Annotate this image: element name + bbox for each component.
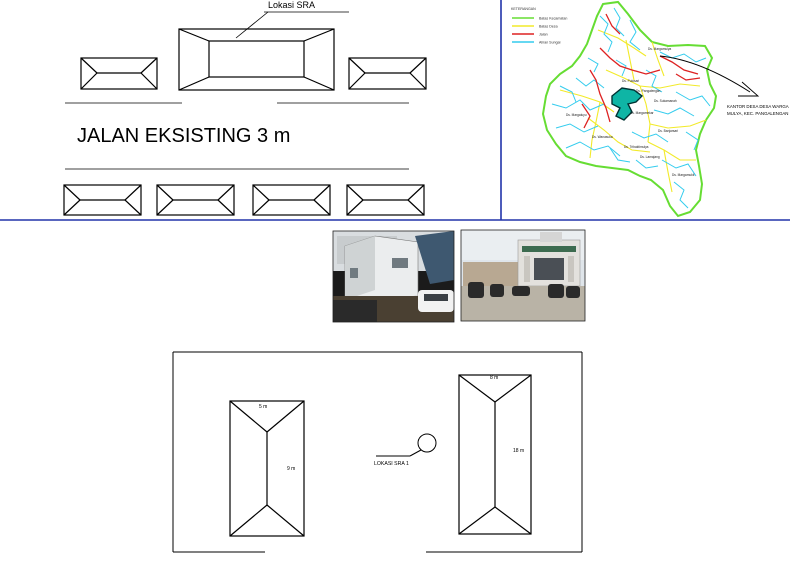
- legend-item-label: Aliran Sungai: [539, 41, 561, 45]
- village-label: Ds. Banjarsari: [658, 129, 678, 133]
- village-label: Ds. Margamekar: [630, 111, 654, 115]
- legend-item-label: Batas Desa: [539, 25, 558, 29]
- main-building-roof: [178, 28, 335, 91]
- rivers: [551, 7, 711, 209]
- office-callout-line-1: KANTOR DESA DESA WARGA: [727, 104, 789, 109]
- sra-location-marker: [376, 433, 437, 457]
- legend-item-label: Jalan: [539, 33, 548, 37]
- village-label: Ds. Wanasuka: [592, 135, 613, 139]
- left-building-top-dimension: 5 m: [259, 404, 267, 410]
- legend: Batas Kecamatan Batas Desa Jalan Aliran …: [512, 17, 567, 45]
- bottom-roof-3: [252, 184, 331, 216]
- bottom-roof-2: [156, 184, 235, 216]
- sra-location-label: LOKASI SRA 1: [374, 461, 409, 467]
- village-label: Ds. Tribaktimulya: [624, 145, 649, 149]
- legend-item-label: Batas Kecamatan: [539, 17, 567, 21]
- roads: [581, 13, 701, 129]
- village-label: Ds. Margamukti: [672, 173, 695, 177]
- village-label: Ds. Lamajang: [640, 155, 660, 159]
- photo-village-office: [460, 229, 586, 322]
- right-building-top-dimension: 8 m: [490, 375, 498, 381]
- small-building-roof-right: [348, 57, 427, 90]
- location-label: Lokasi SRA: [268, 0, 315, 10]
- site-plan-panel: Lokasi SRA JALAN EKSISTING 3 m: [63, 0, 427, 216]
- office-callout-arrow: [659, 55, 760, 97]
- bottom-roof-1: [63, 184, 142, 216]
- floor-plan: 5 m 9 m 8 m 18 m LOKASI SRA 1: [172, 351, 583, 553]
- left-building-roof: [229, 400, 305, 537]
- village-label: Ds. Margamulya: [648, 47, 671, 51]
- village-label: Ds. Pangalengan: [636, 89, 661, 93]
- village-label: Ds. Margaluyu: [566, 113, 587, 117]
- village-boundaries: [559, 29, 707, 193]
- location-map: KETERANGAN Batas Kecamatan Batas Desa Ja…: [511, 0, 789, 218]
- village-labels: Ds. Margamulya Ds. Pulosari Ds. Pangalen…: [566, 47, 695, 177]
- right-building-side-dimension: 18 m: [513, 448, 524, 454]
- photo-building-side: [332, 230, 455, 323]
- left-building-side-dimension: 9 m: [287, 466, 295, 472]
- legend-title: KETERANGAN: [511, 7, 536, 11]
- office-callout-line-2: MULYA, KEC. PANGALENGAN: [727, 111, 788, 116]
- right-building-roof: [458, 374, 532, 535]
- target-village-highlight: [611, 87, 644, 121]
- village-label: Ds. Pulosari: [622, 79, 639, 83]
- bottom-roof-4: [346, 184, 425, 216]
- plot-boundary: [172, 351, 583, 553]
- road-label: JALAN EKSISTING 3 m: [77, 125, 290, 147]
- small-building-roof-left: [80, 57, 158, 90]
- village-label: Ds. Sukamanah: [654, 99, 677, 103]
- location-leader-line: [235, 11, 269, 39]
